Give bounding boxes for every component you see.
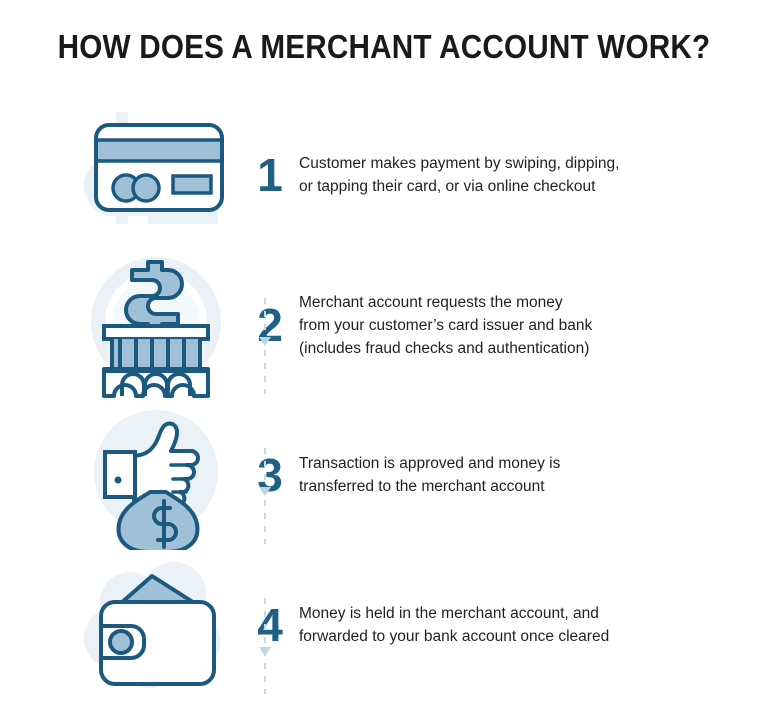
step-4-text-line-1: Money is held in the merchant account, a… [299,605,599,622]
step-item-3: 3 Transaction is approved and money is t… [0,400,768,550]
credit-card-icon [84,112,224,224]
step-1-text: Customer makes payment by swiping, dippi… [299,100,729,250]
step-1-icon-cell [78,100,243,250]
step-2-text-line-3: (includes fraud checks and authenticatio… [299,339,590,357]
step-2-text-line-1: Merchant account requests the money [299,293,563,311]
connector-arrow-3-4 [259,647,271,656]
step-3-text-line-2: transferred to the merchant account [299,478,545,495]
step-item-2: 2 Merchant account requests the money fr… [0,250,768,400]
step-1-text-line-2: or tapping their card, or via online che… [299,178,596,195]
step-4-number: 4 [257,599,283,651]
connector-arrow-1-2 [259,337,271,346]
step-item-4: 4 Money is held in the merchant account,… [0,550,768,700]
step-1-text-line-1: Customer makes payment by swiping, dippi… [299,155,620,172]
step-2-icon-cell [78,250,243,400]
page-title: HOW DOES A MERCHANT ACCOUNT WORK? [57,28,711,65]
step-4-text-line-2: forwarded to your bank account once clea… [299,628,610,645]
step-item-1: 1 Customer makes payment by swiping, dip… [0,100,768,250]
step-2-text-line-2: from your customer’s card issuer and ban… [299,316,593,334]
connector-line-2-3 [264,448,266,544]
step-3-text-line-1: Transaction is approved and money is [299,455,561,472]
step-3-text: Transaction is approved and money is tra… [299,400,729,550]
bank-dollar-icon [91,257,221,398]
wallet-icon [84,562,220,688]
connector-line-1-2 [264,298,266,394]
connector-line-3-4 [264,598,266,694]
steps-list: 1 Customer makes payment by swiping, dip… [0,100,768,700]
step-1-number: 1 [257,149,283,201]
step-3-icon-cell [78,400,243,550]
connector-arrow-2-3 [259,487,271,496]
step-4-text: Money is held in the merchant account, a… [299,550,729,700]
step-2-number: 2 [257,299,283,351]
step-3-number: 3 [257,449,283,501]
step-2-text: Merchant account requests the money from… [299,250,729,400]
step-4-icon-cell [78,550,243,700]
thumbs-up-money-bag-icon [94,410,218,550]
